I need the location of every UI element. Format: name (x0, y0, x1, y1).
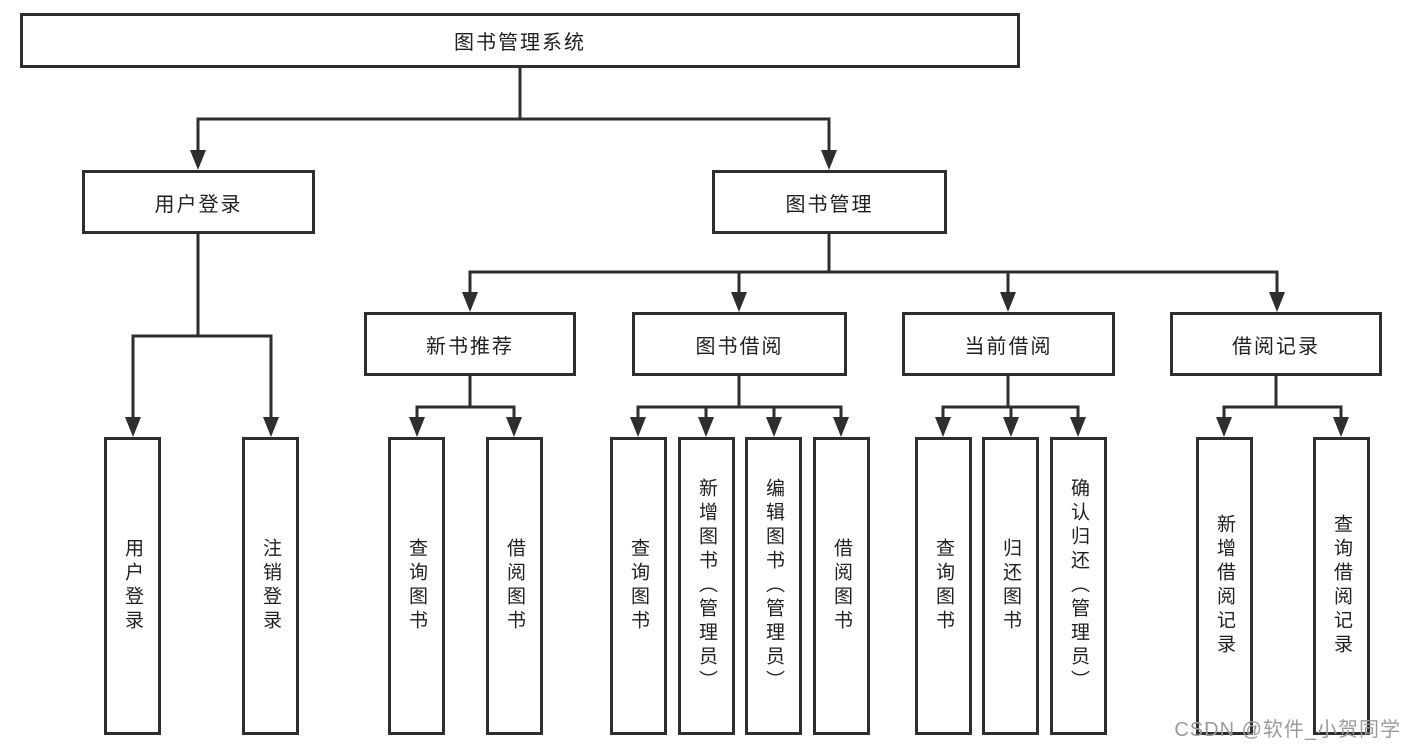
arrow-down-icon (462, 292, 478, 312)
arrow-down-icon (125, 417, 141, 437)
arrow-down-icon (1070, 417, 1086, 437)
arrow-down-icon (409, 417, 425, 437)
leaf-current-return: 归还图书 (982, 437, 1039, 735)
arrow-down-icon (935, 417, 951, 437)
csdn-watermark: CSDN @软件_小贺同学 (1174, 719, 1401, 741)
node-borrow-record: 借阅记录 (1170, 312, 1382, 376)
arrow-down-icon (630, 417, 646, 437)
arrow-down-icon (766, 417, 782, 437)
node-book-borrow: 图书借阅 (632, 312, 847, 376)
leaf-borrow-edit-admin: 编辑图书（管理员） (745, 437, 802, 735)
leaf-record-add: 新增借阅记录 (1196, 437, 1253, 735)
node-root: 图书管理系统 (20, 13, 1020, 68)
arrow-down-icon (1003, 417, 1019, 437)
leaf-logout: 注销登录 (242, 437, 299, 735)
arrow-down-icon (698, 417, 714, 437)
arrow-down-icon (731, 292, 747, 312)
leaf-newbook-borrow: 借阅图书 (486, 437, 543, 735)
arrow-down-icon (833, 417, 849, 437)
leaf-borrow-query: 查询图书 (610, 437, 667, 735)
leaf-record-query: 查询借阅记录 (1313, 437, 1370, 735)
leaf-current-query: 查询图书 (915, 437, 972, 735)
leaf-borrow-add-admin: 新增图书（管理员） (678, 437, 735, 735)
node-book-management: 图书管理 (712, 170, 947, 234)
arrow-down-icon (1269, 292, 1285, 312)
node-new-book-recommend: 新书推荐 (364, 312, 576, 376)
arrow-down-icon (1333, 417, 1349, 437)
arrow-down-icon (190, 150, 206, 170)
leaf-user-login: 用户登录 (104, 437, 161, 735)
arrow-down-icon (1000, 292, 1016, 312)
arrow-down-icon (506, 417, 522, 437)
node-current-borrow: 当前借阅 (902, 312, 1115, 376)
arrow-down-icon (1216, 417, 1232, 437)
leaf-borrow-book: 借阅图书 (813, 437, 870, 735)
arrow-down-icon (263, 417, 279, 437)
node-user-login: 用户登录 (82, 170, 315, 234)
leaf-current-confirm-admin: 确认归还（管理员） (1050, 437, 1107, 735)
arrow-down-icon (821, 150, 837, 170)
leaf-newbook-query: 查询图书 (388, 437, 445, 735)
